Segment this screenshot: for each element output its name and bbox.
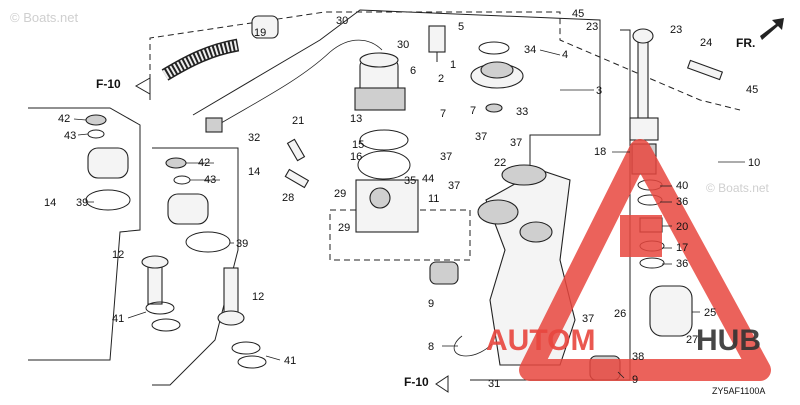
callout-43a[interactable]: 43: [64, 130, 76, 142]
callout-37c[interactable]: 37: [440, 151, 452, 163]
callout-6[interactable]: 6: [410, 65, 416, 77]
callout-23a[interactable]: 23: [586, 21, 598, 33]
callout-26[interactable]: 26: [614, 308, 626, 320]
pump-body: [355, 129, 419, 233]
callout-7[interactable]: 7: [440, 108, 446, 120]
callout-39a[interactable]: 39: [76, 197, 88, 209]
watermark-right: © Boats.net: [706, 181, 770, 195]
callout-38[interactable]: 38: [632, 351, 644, 363]
leader-lines: [73, 49, 745, 379]
callout-39b[interactable]: 39: [236, 238, 248, 250]
callout-23b[interactable]: 23: [670, 24, 682, 36]
callout-22[interactable]: 22: [494, 157, 506, 169]
callout-13[interactable]: 13: [350, 113, 362, 125]
motor-assembly: [354, 52, 406, 111]
callout-33[interactable]: 33: [516, 106, 528, 118]
cable-part: [215, 39, 383, 127]
f10-top-arrow: [134, 77, 151, 95]
front-direction-indicator: FR.: [736, 18, 784, 50]
callout-36a[interactable]: 36: [676, 196, 688, 208]
callout-44[interactable]: 44: [422, 173, 434, 185]
brand-left: AUTOM: [486, 324, 595, 357]
cap-right: [165, 157, 231, 253]
f10-bottom-label: F-10: [404, 375, 429, 389]
f10-bottom-reference[interactable]: F-10: [404, 375, 449, 393]
f10-top-reference[interactable]: F-10: [96, 77, 151, 95]
pin-part: [686, 59, 724, 81]
callout-35[interactable]: 35: [404, 175, 416, 187]
clip-part: [251, 15, 279, 39]
callout-45a[interactable]: 45: [572, 8, 584, 20]
fr-label: FR.: [736, 36, 755, 50]
cap-left: [85, 114, 131, 211]
callout-19[interactable]: 19: [254, 27, 266, 39]
piston-left: [141, 255, 169, 305]
callout-30b[interactable]: 30: [397, 39, 409, 51]
callout-2[interactable]: 2: [438, 73, 444, 85]
callout-16[interactable]: 16: [350, 151, 362, 163]
callout-24[interactable]: 24: [700, 37, 712, 49]
callout-3[interactable]: 3: [596, 85, 602, 97]
callout-10[interactable]: 10: [748, 157, 760, 169]
callout-37b[interactable]: 37: [510, 137, 522, 149]
callout-30a[interactable]: 30: [336, 15, 348, 27]
callout-45b[interactable]: 45: [746, 84, 758, 96]
callout-14b[interactable]: 14: [248, 166, 260, 178]
callout-31[interactable]: 31: [488, 378, 500, 390]
callout-15[interactable]: 15: [352, 139, 364, 151]
callout-9a[interactable]: 9: [428, 298, 434, 310]
callout-14a[interactable]: 14: [44, 197, 56, 209]
reservoir-part: [470, 41, 524, 113]
callout-18[interactable]: 18: [594, 146, 606, 158]
callout-12a[interactable]: 12: [112, 249, 124, 261]
callout-40[interactable]: 40: [676, 180, 688, 192]
callout-1[interactable]: 1: [450, 59, 456, 71]
group-outline-upper: [149, 11, 741, 111]
callout-28[interactable]: 28: [282, 192, 294, 204]
callout-37d[interactable]: 37: [448, 180, 460, 192]
callout-41b[interactable]: 41: [284, 355, 296, 367]
callout-36b[interactable]: 36: [676, 258, 688, 270]
f10-bottom-arrow: [435, 375, 449, 393]
watermark-top: © Boats.net: [10, 10, 79, 25]
piston-right: [217, 267, 245, 326]
fr-arrow-icon: [760, 18, 784, 40]
callout-4[interactable]: 4: [562, 49, 568, 61]
diagram-code: ZY5AF1100A: [712, 386, 765, 396]
brand-logo: AUTOM HUB: [486, 139, 771, 381]
callout-9b[interactable]: 9: [632, 374, 638, 386]
callout-7b[interactable]: 7: [470, 105, 476, 117]
callout-12b[interactable]: 12: [252, 291, 264, 303]
f10-top-label: F-10: [96, 77, 121, 91]
group-outline-mid: [329, 209, 471, 261]
callout-27[interactable]: 27: [686, 334, 698, 346]
brand-right: HUB: [696, 324, 761, 357]
callout-11[interactable]: 11: [428, 193, 439, 205]
callout-17[interactable]: 17: [676, 242, 688, 254]
bushing-left: [429, 261, 459, 285]
callout-41a[interactable]: 41: [112, 313, 124, 325]
group-outline-left: [28, 107, 141, 361]
callout-25[interactable]: 25: [704, 307, 716, 319]
hose-part: [161, 38, 240, 81]
ground-wire: [453, 335, 493, 357]
cylinder-cap: [649, 285, 693, 337]
callout-20[interactable]: 20: [676, 221, 688, 233]
callout-8[interactable]: 8: [428, 341, 434, 353]
callout-21[interactable]: 21: [292, 115, 304, 127]
callouts: 1 2 3 4 5 6 7 7 8 9 9 10 11 12 12 13 14 …: [44, 8, 760, 390]
callout-34[interactable]: 34: [524, 44, 536, 56]
callout-5[interactable]: 5: [458, 21, 464, 33]
callout-32[interactable]: 32: [248, 132, 260, 144]
callout-29b[interactable]: 29: [338, 222, 350, 234]
callout-42a[interactable]: 42: [58, 113, 70, 125]
valve-part: [428, 25, 446, 62]
callout-37e[interactable]: 37: [582, 313, 594, 325]
callout-37a[interactable]: 37: [475, 131, 487, 143]
group-outline-main: [192, 9, 601, 200]
callout-29a[interactable]: 29: [334, 188, 346, 200]
